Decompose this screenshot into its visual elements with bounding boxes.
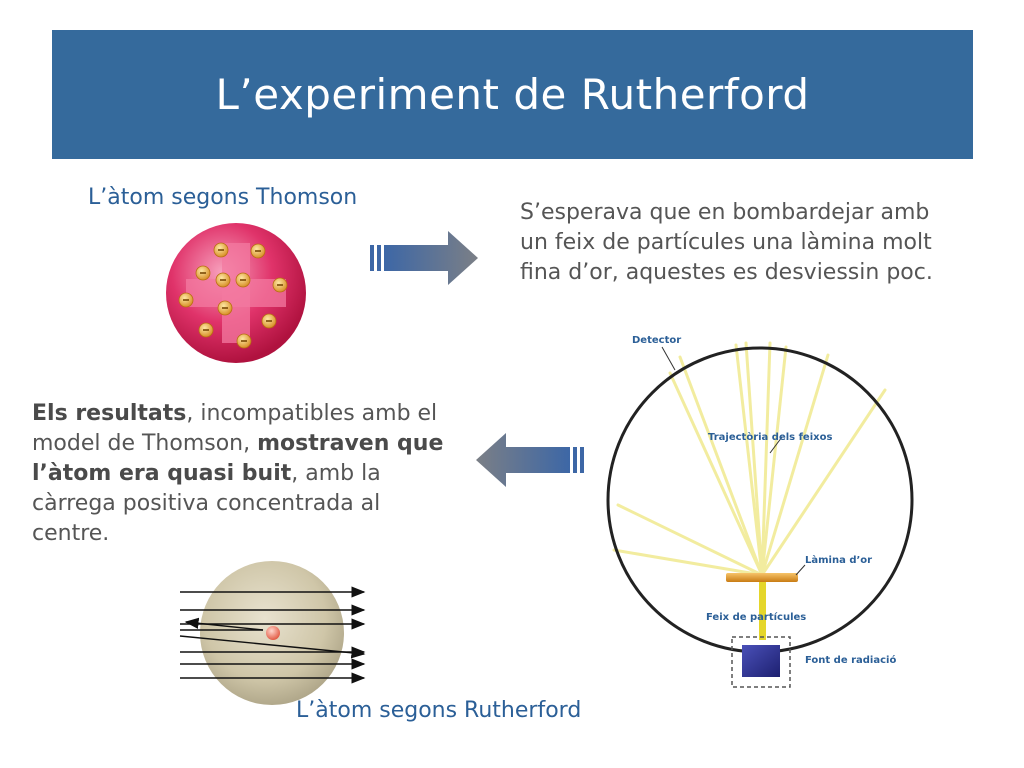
electron-charge-sign [218,249,224,251]
label-detector: Detector [632,335,681,346]
electron-charge-sign [200,272,206,274]
slide-title: L’experiment de Rutherford [215,70,810,119]
title-bar: L’experiment de Rutherford [52,30,973,159]
electron-charge-sign [203,329,209,331]
label-trajectory: Trajectòria dels feixos [708,431,832,443]
particle-beam [759,580,766,640]
results-text-3: , amb la càrrega positiva concentrada al… [32,461,381,546]
electron-charge-sign [240,279,246,281]
electron-charge-sign [220,279,226,281]
label-beam: Feix de partícules [706,611,806,623]
electron-charge-sign [255,250,261,252]
results-text: Els resultats, incompatibles amb el mode… [32,399,452,549]
results-bold-2: mostraven que l’àtom era quasi buit [32,431,444,486]
electron-charge-sign [241,340,247,342]
expectation-text: S’esperava que en bombardejar amb un fei… [520,200,933,285]
particle-trajectories [612,341,887,577]
radiation-source [742,645,780,677]
electron-charge-sign [266,320,272,322]
electron-charge-sign [277,284,283,286]
arrow-right-icon [370,231,478,285]
results-text-2: , incompatibles amb el model de Thomson, [32,401,438,456]
rutherford-atom-illustration [179,561,366,705]
label-foil: Làmina d’or [805,554,872,566]
label-source: Font de radiació [805,654,896,666]
electron-charge-sign [183,299,189,301]
thomson-caption: L’àtom segons Thomson [88,185,358,210]
gold-foil [726,573,798,582]
arrow-left-icon [476,433,584,487]
results-bold-1: Els resultats [32,401,187,426]
positive-cross-horizontal [186,279,286,307]
thomson-atom-illustration [166,223,306,363]
experiment-apparatus-diagram: Detector Trajectòria dels feixos Làmina … [606,327,956,695]
electron-charge-sign [222,307,228,309]
rutherford-caption: L’àtom segons Rutherford [296,698,582,723]
nucleus [266,626,280,640]
